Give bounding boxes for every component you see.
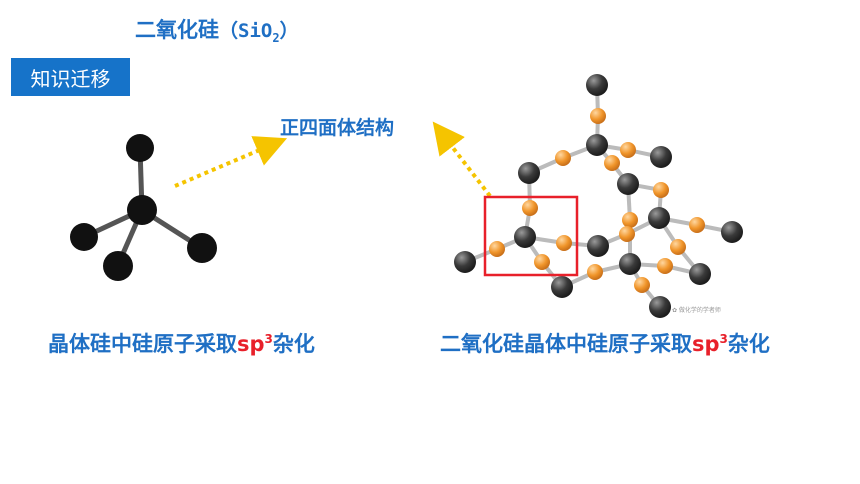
caption-silicon-dioxide: 二氧化硅晶体中硅原子采取sp3杂化 bbox=[440, 332, 770, 356]
tetrahedral-label: 正四面体结构 bbox=[280, 117, 395, 139]
oxygen-atoms bbox=[489, 108, 705, 293]
sp3-highlight: sp3 bbox=[692, 332, 728, 356]
title-text: 二氧化硅 bbox=[135, 18, 219, 42]
arrow-left bbox=[174, 136, 288, 188]
caption-crystal-silicon: 晶体硅中硅原子采取sp3杂化 bbox=[48, 332, 315, 356]
title-formula: （SiO2） bbox=[219, 20, 299, 45]
slide-title: 二氧化硅（SiO2） bbox=[135, 14, 299, 45]
sp3-highlight: sp3 bbox=[237, 332, 273, 356]
tetrahedron-highlight-box bbox=[483, 195, 579, 277]
arrow-right bbox=[432, 121, 492, 198]
section-tag: 知识迁移 bbox=[11, 58, 130, 96]
silicon-atoms bbox=[454, 74, 743, 318]
sio2-crystal-model bbox=[454, 74, 743, 318]
watermark: ✿ 做化学的学者师 bbox=[672, 307, 721, 314]
silicon-tetrahedron-model bbox=[70, 134, 217, 281]
